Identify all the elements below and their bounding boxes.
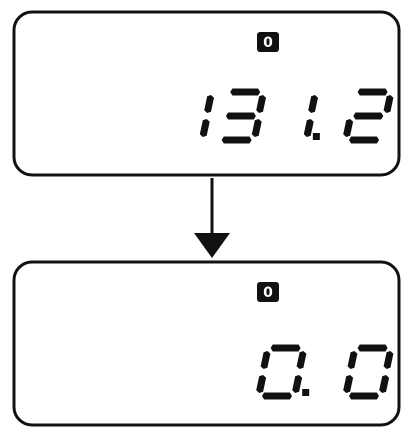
display-top-digit-segment-e xyxy=(343,119,354,137)
display-bottom-channel-badge xyxy=(257,282,279,302)
display-top-channel: 0 xyxy=(257,32,279,52)
display-top-channel-label: 0 xyxy=(263,35,273,51)
display-bottom-channel: 0 xyxy=(257,282,279,302)
display-top-digit xyxy=(343,88,394,144)
display-top-digit-segment-g xyxy=(353,112,384,120)
display-top-digit-segment-g xyxy=(225,112,256,120)
display-bottom-digit xyxy=(343,344,394,400)
display-bottom: 0 xyxy=(12,260,401,427)
display-bottom-digit-segment-d xyxy=(349,392,379,400)
display-top-frame xyxy=(12,10,401,177)
display-top-digit xyxy=(199,95,214,137)
display-top-channel-badge xyxy=(257,32,279,52)
display-top-digit-segment-c xyxy=(199,119,210,137)
display-top: 0 xyxy=(12,10,401,177)
display-bottom-digit-segment-e xyxy=(343,375,354,393)
display-bottom-digit-segment-a xyxy=(270,344,301,352)
display-bottom-decimal-point xyxy=(302,389,310,396)
display-bottom-digit-segment-b xyxy=(296,351,307,369)
display-top-digit-segment-c xyxy=(303,119,314,137)
display-top-digit-segment-b xyxy=(383,95,394,113)
transition-arrow xyxy=(194,178,230,258)
display-top-digit-segment-a xyxy=(357,88,388,96)
display-top-digit-segment-a xyxy=(230,88,261,96)
display-top-digit xyxy=(221,88,266,144)
display-top-digit-segment-b xyxy=(204,95,214,113)
display-top-decimal-point xyxy=(312,133,320,140)
display-bottom-digit-segment-c xyxy=(379,375,390,393)
display-bottom-digit-segment-a xyxy=(357,344,388,352)
display-top-digit-segment-c xyxy=(251,119,262,137)
display-top-reading xyxy=(199,88,394,144)
display-bottom-channel-label: 0 xyxy=(263,285,273,301)
display-bottom-digit xyxy=(256,344,307,400)
display-bottom-digit-segment-d xyxy=(262,392,292,400)
display-top-digit-segment-b xyxy=(256,95,266,113)
display-bottom-digit-segment-f xyxy=(347,351,358,369)
display-top-digit-segment-d xyxy=(221,136,252,144)
display-bottom-digit-segment-c xyxy=(292,375,303,393)
display-bottom-digit-segment-f xyxy=(260,351,271,369)
display-bottom-frame xyxy=(12,260,401,427)
display-top-digit-segment-b xyxy=(308,95,318,113)
display-bottom-digit-segment-b xyxy=(383,351,394,369)
display-bottom-digit-segment-e xyxy=(256,375,267,393)
display-top-digit xyxy=(303,95,318,137)
display-top-digit-segment-d xyxy=(349,136,379,144)
arrow-head xyxy=(194,233,230,258)
display-bottom-reading xyxy=(256,344,394,400)
